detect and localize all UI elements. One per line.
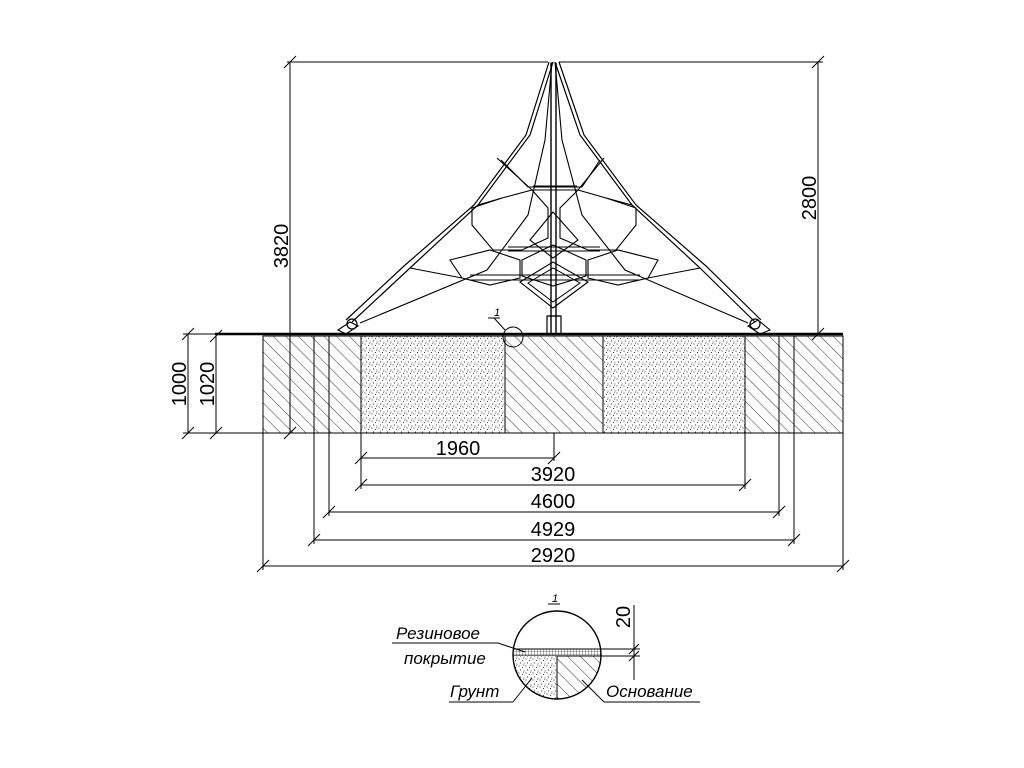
- dim-label-4929: 4929: [531, 519, 576, 541]
- anchor-left: [336, 318, 360, 335]
- dimension-1960: 1960: [354, 438, 561, 465]
- label-base: Основание: [606, 682, 693, 701]
- foundation-section: [215, 332, 844, 434]
- label-soil: Грунт: [450, 682, 499, 701]
- dimension-3820: 3820: [271, 55, 548, 440]
- callout-mark: 1: [494, 307, 500, 319]
- dim-label-1020: 1020: [197, 362, 219, 407]
- dim-label-3820: 3820: [271, 224, 293, 269]
- rope-pyramid: [336, 61, 772, 335]
- dimension-3920: 3920: [354, 464, 752, 492]
- foundation-hatch: [262, 335, 844, 434]
- dimension-extension-lines: [262, 336, 844, 570]
- label-rubber-line2: покрытие: [404, 649, 486, 668]
- dim-label-4600: 4600: [531, 491, 576, 513]
- dimension-1000: 1000: [169, 327, 263, 440]
- dim-label-2920: 2920: [531, 545, 576, 567]
- dim-label-1960: 1960: [436, 438, 481, 460]
- dimension-2800: 2800: [559, 55, 825, 341]
- anchor-right: [746, 318, 772, 335]
- soil-fill-left: [360, 335, 506, 434]
- detail-callout: 1: [488, 307, 524, 348]
- dimension-2920: 2920: [256, 545, 850, 573]
- rubber-coating-layer: [513, 648, 601, 657]
- dimension-1020: 1020: [197, 329, 223, 440]
- detail-mark: 1: [552, 593, 558, 605]
- dimension-4929: 4929: [307, 519, 801, 547]
- label-rubber-line1: Резиновое: [396, 624, 480, 643]
- detail-view: 1 20 Резиновое покрытие Грунт Основание: [392, 593, 700, 703]
- soil-fill-right: [602, 335, 746, 434]
- dim-label-3920: 3920: [531, 464, 576, 486]
- dim-label-2800: 2800: [799, 176, 821, 221]
- dim-label-1000: 1000: [169, 362, 191, 407]
- dim-label-20: 20: [613, 606, 635, 628]
- dimension-4600: 4600: [322, 491, 786, 519]
